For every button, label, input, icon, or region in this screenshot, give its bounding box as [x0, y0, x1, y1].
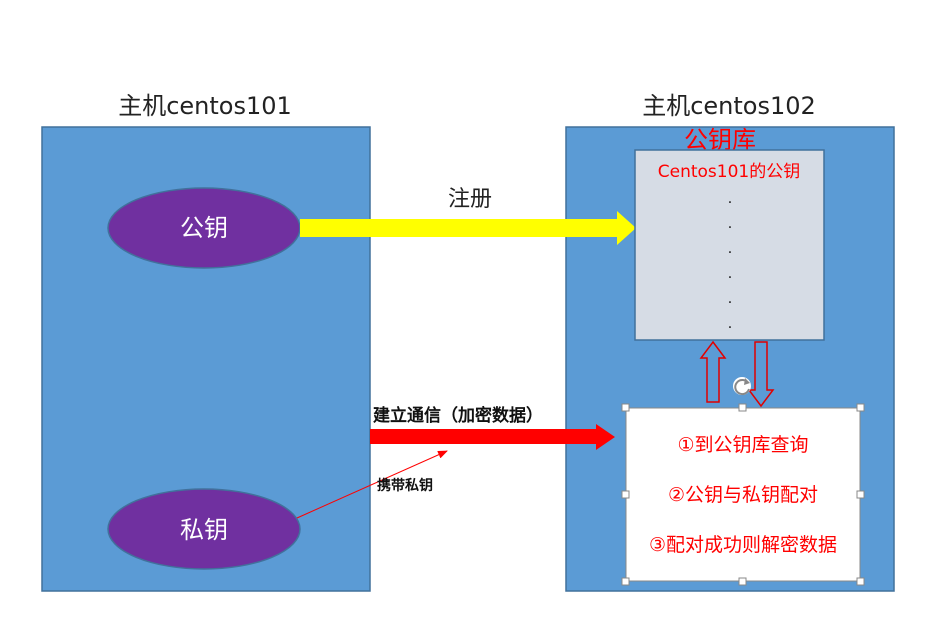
ellipsis-dot: .	[728, 291, 732, 307]
key-store-ellipsis: . . . . . .	[728, 191, 732, 332]
selection-handles[interactable]	[621, 403, 865, 586]
hollow-down-arrow	[747, 341, 775, 408]
establish-arrow	[370, 424, 615, 450]
private-key-label: 私钥	[180, 516, 228, 544]
step-3: ③配对成功则解密数据	[649, 534, 837, 556]
ellipsis-dot: .	[728, 241, 732, 257]
steps-box[interactable]	[625, 407, 861, 582]
private-key-ellipse	[107, 488, 301, 570]
register-arrow	[300, 211, 636, 245]
ellipsis-dot: .	[728, 216, 732, 232]
right-host-title: 主机centos102	[642, 92, 816, 120]
resize-handle[interactable]	[738, 403, 747, 412]
ellipsis-dot: .	[728, 316, 732, 332]
left-host-title: 主机centos101	[118, 92, 292, 120]
step-2: ②公钥与私钥配对	[668, 484, 818, 506]
resize-handle[interactable]	[856, 403, 865, 412]
step-1: ①到公钥库查询	[677, 434, 808, 456]
ellipsis-dot: .	[728, 266, 732, 282]
resize-handle[interactable]	[621, 577, 630, 586]
resize-handle[interactable]	[621, 403, 630, 412]
public-key-label: 公钥	[180, 214, 228, 242]
resize-handle[interactable]	[738, 577, 747, 586]
carry-private-key-label: 携带私钥	[377, 477, 433, 494]
resize-handle[interactable]	[856, 577, 865, 586]
key-store-entry: Centos101的公钥	[658, 162, 800, 182]
key-store-box	[634, 149, 825, 341]
ellipsis-dot: .	[728, 191, 732, 207]
register-label: 注册	[448, 187, 492, 212]
hollow-up-arrow	[699, 340, 727, 403]
carry-private-key-arrow	[296, 450, 448, 519]
resize-handle[interactable]	[621, 490, 630, 499]
resize-handle[interactable]	[856, 490, 865, 499]
rotate-handle-icon[interactable]	[733, 377, 751, 396]
establish-label: 建立通信（加密数据）	[373, 405, 543, 426]
